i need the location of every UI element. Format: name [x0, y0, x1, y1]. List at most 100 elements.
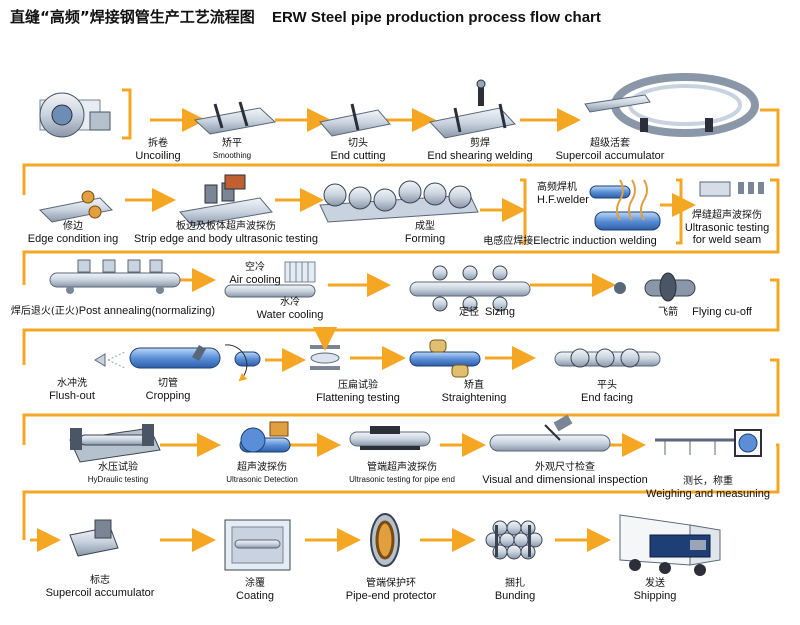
step-shearing-welding-en: End shearing welding — [427, 150, 533, 162]
step-hydraulic-en: HyDraulic testing — [87, 475, 149, 484]
step-air-cooling-zh: 空冷 — [244, 262, 265, 273]
step-marking-en: Supercoil accumulator — [45, 587, 155, 599]
title-en: ERW Steel pipe production process flow c… — [271, 9, 601, 26]
step-end-cutting-zh: 切头 — [347, 138, 368, 149]
flush-out-illustration — [94, 351, 126, 369]
end-cutting-illustration — [319, 103, 391, 137]
sizing-illustration — [409, 265, 531, 312]
step-sizing-en: Sizing — [485, 306, 515, 318]
step-ultrasonic-en: Ultrasonic Detection — [226, 475, 298, 484]
straightening-illustration — [409, 339, 481, 378]
step-bunding-en: Bunding — [494, 590, 536, 602]
flow-connectors — [22, 88, 780, 552]
marking-illustration — [69, 519, 119, 557]
visual-inspection-illustration — [489, 414, 611, 452]
cropping-illustration — [129, 344, 261, 382]
step-weighing-zh: 测长，称重 — [682, 476, 733, 487]
hydraulic-illustration — [69, 424, 161, 463]
step-smoothing: 矫平 Smoothing — [213, 138, 251, 162]
step-hf-welder-en: H.F.welder — [537, 194, 589, 206]
step-smoothing-en: Smoothing — [212, 151, 252, 160]
step-flush-zh: 水冲洗 — [56, 378, 87, 389]
annealing-illustration — [49, 259, 181, 294]
step-induction-en: Electric induction welding — [533, 235, 657, 247]
step-forming-en: Forming — [404, 233, 446, 245]
step-sizing-zh: 定径 — [459, 307, 480, 318]
step-induction: 电感应焊接Electric induction welding — [483, 235, 657, 248]
step-sizing: 定径 Sizing — [459, 306, 515, 319]
step-flying-cutoff-en: Flying cu-off — [692, 306, 752, 318]
step-visual-zh: 外观尺寸检查 — [534, 462, 595, 473]
step-annealing: 焊后退火(正火)Post annealing(normalizing) — [11, 305, 215, 318]
flying-cutoff-illustration — [614, 272, 696, 302]
step-forming-zh: 成型 — [415, 221, 435, 232]
title-zh: 直缝“高频”焊接钢管生产工艺流程图 — [10, 8, 255, 26]
step-uncoiling-en: Uncoiling — [135, 150, 181, 162]
step-straightening-en: Straightening — [441, 392, 507, 404]
edge-conditioning-illustration — [38, 190, 114, 223]
step-flush-en: Flush-out — [49, 390, 95, 402]
chart-title: 直缝“高频”焊接钢管生产工艺流程图 ERW Steel pipe product… — [10, 6, 601, 27]
step-shearing-welding-zh: 剪焊 — [470, 138, 490, 149]
step-straightening-zh: 矫直 — [463, 380, 484, 391]
step-bunding-zh: 捆扎 — [505, 578, 525, 589]
smoothing-illustration — [193, 101, 277, 135]
step-cropping-zh: 切管 — [157, 378, 178, 389]
step-coating-en: Coating — [236, 590, 274, 602]
step-visual-en: Visual and dimensional inspection — [482, 474, 648, 486]
end-ut-illustration — [349, 426, 431, 450]
step-ultrasonic-zh: 超声波探伤 — [237, 462, 287, 473]
weld-ut-illustration — [699, 181, 764, 197]
step-flying-cutoff: 飞箭 Flying cu-off — [658, 306, 752, 319]
shearing-welding-illustration — [429, 79, 516, 139]
end-facing-illustration — [554, 348, 661, 368]
step-shipping-zh: 发送 — [644, 578, 665, 589]
uncoiler-illustration — [39, 92, 111, 138]
step-weld-ut-en1: Ultrasonic testing — [684, 222, 770, 234]
step-weld-ut-zh: 焊缝超声波探伤 — [692, 210, 762, 221]
step-air-cooling-en: Air cooling — [229, 274, 281, 286]
step-flying-cutoff-zh: 飞箭 — [658, 307, 679, 318]
step-annealing-zh: 焊后退火(正火) — [10, 306, 79, 317]
step-protector-en: Pipe-end protector — [345, 590, 437, 602]
step-induction-zh: 电感应焊接 — [483, 236, 534, 247]
step-coating-zh: 涂覆 — [244, 578, 265, 589]
step-flattening-zh: 压扁试验 — [338, 380, 378, 391]
ultrasonic-illustration — [239, 421, 291, 453]
step-flattening-en: Flattening testing — [316, 392, 400, 404]
step-edge-zh: 修边 — [62, 221, 83, 232]
step-hf-welder-zh: 高频焊机 — [537, 182, 577, 193]
accumulator-illustration — [584, 73, 759, 137]
step-water-cooling-en: Water cooling — [256, 309, 324, 321]
step-end-cutting-en: End cutting — [330, 150, 386, 162]
protector-illustration — [370, 513, 400, 567]
step-strip-ut-en: Strip edge and body ultrasonic testing — [133, 233, 319, 245]
strip-ut-illustration — [179, 174, 273, 227]
step-shipping-en: Shipping — [633, 590, 677, 602]
step-end-facing-en: End facing — [581, 392, 633, 404]
step-smoothing-zh: 矫平 — [222, 138, 242, 149]
step-uncoiling-zh: 拆卷 — [148, 138, 168, 149]
step-protector-zh: 管端保护环 — [366, 578, 416, 589]
step-ultrasonic: 超声波探伤 Ultrasonic Detection — [226, 462, 298, 486]
coating-illustration — [224, 519, 291, 571]
step-weighing-en: Weighing and measuning — [646, 488, 770, 500]
flattening-illustration — [310, 327, 340, 370]
